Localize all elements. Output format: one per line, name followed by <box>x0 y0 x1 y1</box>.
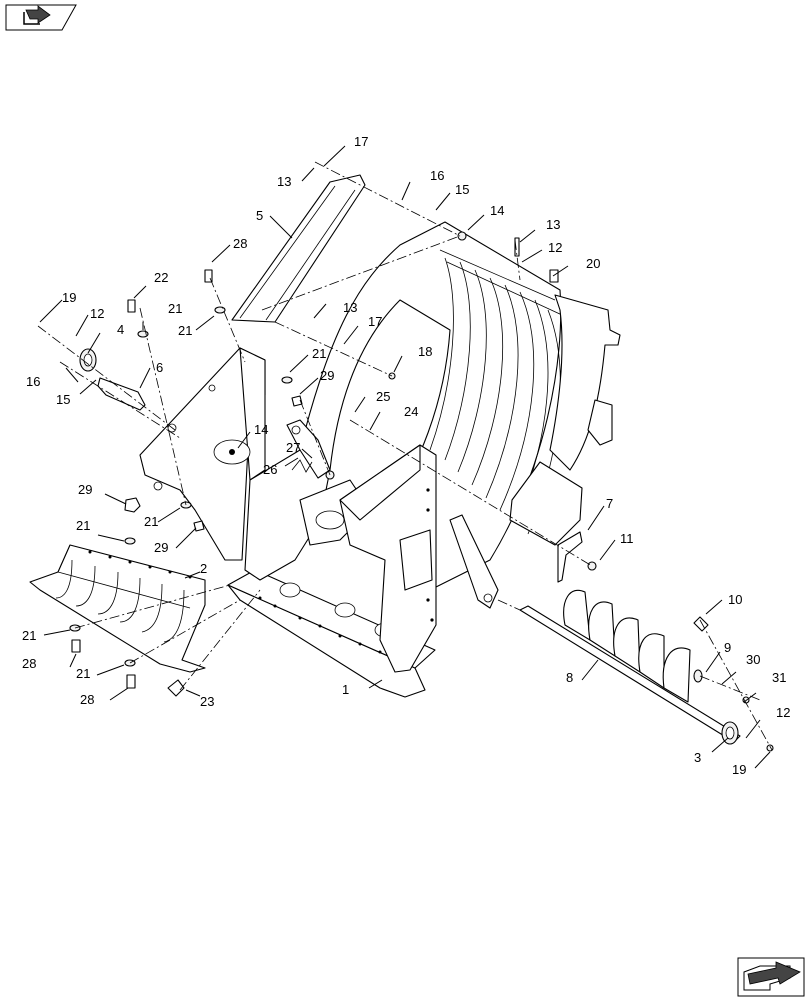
callout-3: 3 <box>694 750 701 765</box>
callout-21-d: 21 <box>312 346 326 361</box>
forward-arrow-box-icon[interactable] <box>5 4 77 31</box>
callout-16-left: 16 <box>26 374 40 389</box>
top-cover <box>231 174 366 323</box>
callout-12-left: 12 <box>90 306 104 321</box>
back-arrow-box-icon[interactable] <box>737 957 805 997</box>
callout-9: 9 <box>724 640 731 655</box>
callout-29-b: 29 <box>320 368 334 383</box>
callout-11: 11 <box>620 531 634 546</box>
callout-14-left: 14 <box>254 422 268 437</box>
main-frame <box>139 221 621 698</box>
callout-28-a: 28 <box>22 656 36 671</box>
callout-17-top: 17 <box>354 134 368 149</box>
callout-30: 30 <box>746 652 760 667</box>
callout-16-top: 16 <box>430 168 444 183</box>
callout-29-c: 29 <box>154 540 168 555</box>
callout-21-e: 21 <box>144 514 158 529</box>
callout-12-top: 12 <box>548 240 562 255</box>
callout-13-top: 13 <box>277 174 291 189</box>
callout-10: 10 <box>728 592 742 607</box>
callout-26: 26 <box>263 462 277 477</box>
bearing-4 <box>79 348 97 372</box>
bracket-7 <box>557 531 583 583</box>
callout-5: 5 <box>256 208 263 223</box>
callout-13-right: 13 <box>546 217 560 232</box>
callout-labels: 1 2 3 4 5 6 7 8 9 10 11 12 12 12 13 13 1… <box>22 134 790 777</box>
callout-24: 24 <box>404 404 418 419</box>
callout-22: 22 <box>154 270 168 285</box>
callout-21-f: 21 <box>22 628 36 643</box>
callout-29-a: 29 <box>78 482 92 497</box>
left-cover-plate <box>29 544 206 673</box>
callout-21-a: 21 <box>76 518 90 533</box>
callout-18: 18 <box>418 344 432 359</box>
callout-23: 23 <box>200 694 214 709</box>
callout-6: 6 <box>156 360 163 375</box>
callout-12-right: 12 <box>776 705 790 720</box>
callout-2: 2 <box>200 561 207 576</box>
callout-15-left: 15 <box>56 392 70 407</box>
leader-lines <box>39 145 771 769</box>
callout-28-b: 28 <box>80 692 94 707</box>
callout-21-g: 21 <box>76 666 90 681</box>
callout-4: 4 <box>117 322 124 337</box>
callout-21-b: 21 <box>168 301 182 316</box>
callout-27: 27 <box>286 440 300 455</box>
callout-8: 8 <box>566 670 573 685</box>
callout-7: 7 <box>606 496 613 511</box>
rotor-shaft <box>519 589 741 745</box>
callout-20: 20 <box>586 256 600 271</box>
callout-1: 1 <box>342 682 349 697</box>
assembly-centerlines <box>37 161 773 751</box>
callout-19-left: 19 <box>62 290 76 305</box>
callout-19-right: 19 <box>732 762 746 777</box>
callout-31: 31 <box>772 670 786 685</box>
callout-25: 25 <box>376 389 390 404</box>
callout-17-mid: 17 <box>368 314 382 329</box>
callout-15-top: 15 <box>455 182 469 197</box>
callout-14-top: 14 <box>490 203 504 218</box>
callout-13-mid: 13 <box>343 300 357 315</box>
callout-28-c: 28 <box>233 236 247 251</box>
callout-21-c: 21 <box>178 323 192 338</box>
bracket-6 <box>97 377 146 411</box>
